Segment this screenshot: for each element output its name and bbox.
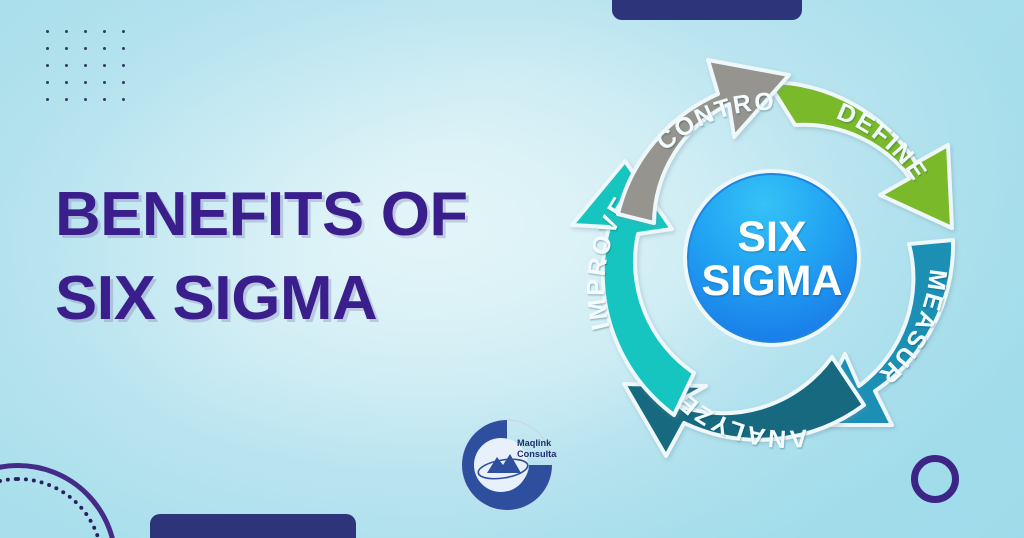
bottom-navy-bar-decoration xyxy=(150,514,356,538)
page-title: BENEFITS OF SIX SIGMA xyxy=(55,184,575,330)
top-navy-bar-decoration xyxy=(612,0,802,20)
dot-grid-dot xyxy=(65,98,68,101)
dot-grid-dot xyxy=(103,98,106,101)
title-line-1: BENEFITS OF xyxy=(55,180,468,249)
dot-grid-dot xyxy=(122,64,125,67)
dot-grid-dot xyxy=(84,98,87,101)
cycle-step-control[interactable] xyxy=(616,58,791,225)
dot-grid-dot xyxy=(122,30,125,33)
logo-name-line-2: Consultants xyxy=(517,449,557,459)
cycle-step-define-label: DEFINE xyxy=(833,98,933,187)
dot-grid-dot xyxy=(103,47,106,50)
logo-name-line-1: Maqlink xyxy=(517,438,552,448)
dot-grid-dot xyxy=(84,81,87,84)
dot-grid-dot xyxy=(65,81,68,84)
dot-grid-dot xyxy=(122,81,125,84)
dot-grid-dot xyxy=(46,98,49,101)
dot-grid-dot xyxy=(46,47,49,50)
cycle-step-analyze[interactable] xyxy=(622,355,866,458)
dot-grid-dot xyxy=(84,47,87,50)
dot-grid-dot xyxy=(46,81,49,84)
dmaic-cycle-diagram: DEFINE MEASURE ANALYZE IMPROVE xyxy=(562,48,982,468)
dot-grid-decoration xyxy=(46,30,136,101)
dot-grid-dot xyxy=(65,64,68,67)
dot-grid-dot xyxy=(46,30,49,33)
dot-grid-dot xyxy=(122,47,125,50)
logo-swoosh-icon xyxy=(477,458,529,480)
dot-grid-dot xyxy=(84,30,87,33)
dot-grid-dot xyxy=(65,47,68,50)
dot-grid-dot xyxy=(103,81,106,84)
logo-c-mark xyxy=(462,420,552,510)
hub-circle[interactable] xyxy=(687,173,857,343)
logo-mountain-icon xyxy=(487,454,521,473)
dot-grid-dot xyxy=(122,98,125,101)
dot-grid-dot xyxy=(103,30,106,33)
cycle-step-improve[interactable] xyxy=(570,159,696,417)
title-line-2: SIX SIGMA xyxy=(55,264,378,333)
dot-grid-dot xyxy=(84,64,87,67)
cycle-step-define[interactable] xyxy=(766,80,954,230)
dot-grid-dot xyxy=(103,64,106,67)
dot-grid-dot xyxy=(46,64,49,67)
cycle-step-control-label: CONTROL xyxy=(562,48,776,156)
hub-label-line-1: SIX xyxy=(737,213,807,261)
hub-label-line-2: SIGMA xyxy=(702,257,843,305)
dot-grid-dot xyxy=(65,30,68,33)
brand-logo[interactable]: Maqlink Consultants xyxy=(457,415,557,515)
bottom-right-ring-decoration xyxy=(911,455,959,503)
